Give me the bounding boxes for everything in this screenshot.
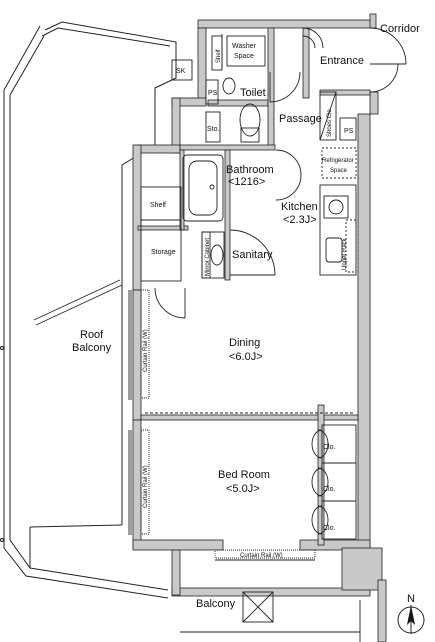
label-bathroom-name: Bathroom [226, 164, 274, 176]
label-storage: Storage [151, 249, 176, 256]
label-passage: Passage [279, 113, 322, 125]
label-dining-name: Dining [229, 337, 260, 349]
label-refrigerator-2: Space [330, 168, 348, 174]
label-sk: SK [176, 68, 186, 75]
label-clo-3: Clo. [323, 525, 336, 532]
label-shoes-clo: Shoes Clo. [327, 107, 333, 137]
label-washer-space-1: Washer [232, 43, 257, 50]
label-toilet: Toilet [240, 87, 266, 99]
roof-balcony-outline [0, 21, 177, 599]
label-bathroom-size: <1216> [228, 176, 265, 188]
label-shelf-top: Shelf [216, 49, 222, 63]
label-north: N [407, 593, 415, 605]
label-sto: Sto. [207, 126, 220, 133]
label-roof-balcony-1: Roof [80, 329, 104, 341]
label-bed-room-size: <5.0J> [226, 483, 260, 495]
label-upper-rack: Upper Rack [342, 237, 348, 270]
label-corridor: Corridor [380, 23, 420, 35]
label-curtain-rail-2: Curtain Rail (W) [143, 465, 149, 508]
walls [132, 13, 387, 642]
label-kitchen-name: Kitchen [281, 201, 318, 213]
label-kitchen-size: <2.3J> [283, 214, 317, 226]
label-shelf-storage: Shelf [150, 202, 166, 209]
label-ps-right: PS [344, 128, 354, 135]
fixtures [128, 27, 407, 642]
label-curtain-rail-3: Curtain Rail (W) [240, 553, 283, 559]
label-curtain-rail-1: Curtain Rail (W) [143, 329, 149, 372]
room-labels: Corridor Entrance Washer Space Shelf SK … [72, 23, 420, 610]
label-refrigerator-1: Refrigerator [322, 158, 354, 164]
label-clo-1: Clo. [323, 444, 336, 451]
label-sanitary: Sanitary [232, 249, 273, 261]
label-entrance: Entrance [320, 55, 364, 67]
label-washer-space-2: Space [234, 53, 254, 60]
label-clo-2: Clo. [323, 486, 336, 493]
label-roof-balcony-2: Balcony [72, 342, 112, 354]
label-dining-size: <6.0J> [229, 351, 263, 363]
north-arrow: N [397, 593, 425, 634]
label-balcony: Balcony [196, 598, 236, 610]
label-mirror-cabinet: Mirror Cabinet [205, 238, 211, 276]
label-ps-toilet: PS [208, 90, 218, 97]
label-bed-room-name: Bed Room [218, 469, 270, 481]
